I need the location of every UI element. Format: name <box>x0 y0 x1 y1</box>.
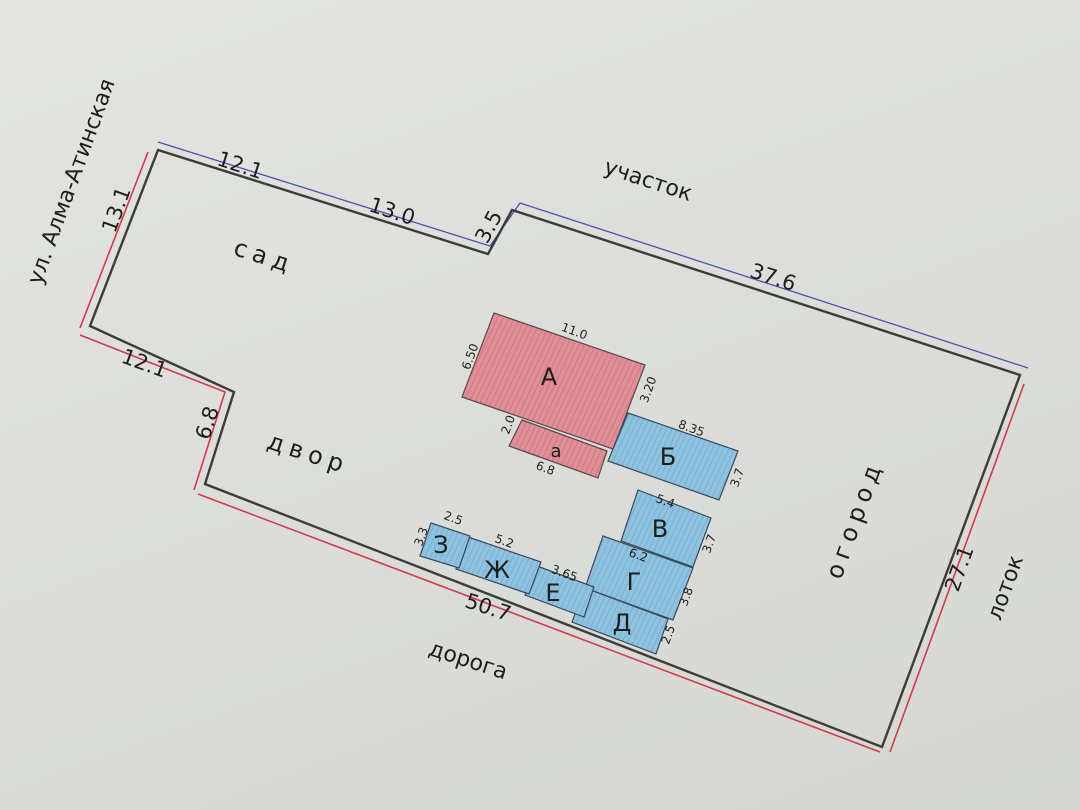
building-d-letter: Д <box>613 609 632 637</box>
building-b-depth: 3.7 <box>727 466 747 489</box>
dim-top-left: 12.1 <box>214 147 266 184</box>
building-d-depth: 2.5 <box>658 623 678 646</box>
building-a-annex-depth: 2.0 <box>498 413 518 436</box>
west-step-street-line <box>79 334 226 491</box>
street-south: дорога <box>426 636 511 685</box>
building-g-letter: Г <box>627 568 642 596</box>
street-north: участок <box>601 155 695 207</box>
building-z-letter: З <box>433 531 448 559</box>
south-road-line <box>197 493 881 753</box>
east-gutter-line <box>889 383 1025 753</box>
building-a-annex <box>508 419 608 479</box>
buildings <box>419 312 739 655</box>
building-z-depth: 3.3 <box>411 525 431 548</box>
building-b <box>607 412 739 501</box>
building-labels: А а Б В Г Д Е Ж З <box>433 363 676 637</box>
building-a-annex-letter: а <box>550 441 561 462</box>
dim-inner-step: 12.1 <box>118 344 170 383</box>
building-v-depth: 3.7 <box>699 532 719 555</box>
area-vegetable-garden: огород <box>820 456 889 583</box>
plot-boundary <box>88 148 1022 749</box>
dim-south: 50.7 <box>462 589 514 626</box>
dim-west: 13.1 <box>97 184 136 236</box>
building-e-letter: Е <box>545 579 560 607</box>
area-yard: двор <box>264 427 353 480</box>
building-g-width: 6.2 <box>627 545 650 565</box>
street-east: лоток <box>983 552 1029 624</box>
building-z <box>419 522 471 569</box>
building-a-side: 3.20 <box>637 375 659 405</box>
building-g <box>584 535 694 621</box>
building-a-letter: А <box>541 363 558 391</box>
building-v-width: 5.4 <box>654 491 677 511</box>
dim-east: 27.1 <box>940 543 979 595</box>
building-v-letter: В <box>652 515 668 543</box>
building-zh-letter: Ж <box>484 556 510 584</box>
building-g-depth: 3.8 <box>676 585 696 608</box>
building-z-width: 2.5 <box>442 508 465 528</box>
area-garden: сад <box>230 233 298 279</box>
building-v <box>620 489 712 568</box>
building-a-annex-width: 6.8 <box>534 458 557 478</box>
building-zh-width: 5.2 <box>493 531 516 551</box>
building-b-letter: Б <box>660 443 676 471</box>
dim-top-right: 37.6 <box>747 259 799 296</box>
street-west: ул. Алма-Атинская <box>23 76 121 288</box>
west-street-line <box>79 151 149 329</box>
